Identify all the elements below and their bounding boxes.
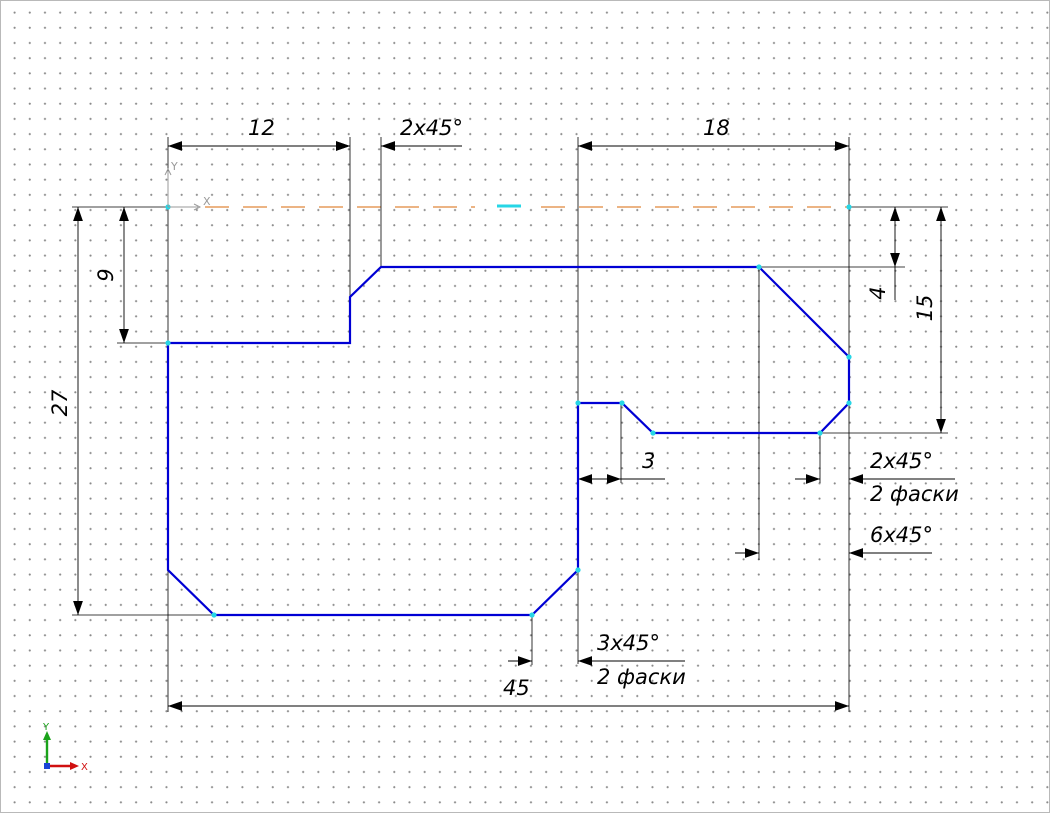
vertex-point [846,204,852,210]
dim-chamfer-r2-note: 2 фаски [870,482,959,506]
axis-centerline [205,204,850,208]
vertex-point [846,400,852,406]
vertex-point [650,430,656,436]
dim-3-text: 3 [642,449,655,473]
dim-4-text: 4 [866,286,890,299]
dim-45-text: 45 [503,676,530,700]
global-x-label: X [81,762,88,773]
part-contour[interactable] [166,265,851,617]
vertex-point [575,567,581,573]
extension-lines [72,137,948,712]
vertex-point [165,340,171,346]
dim-18-text: 18 [703,116,730,140]
dimension-lines [73,141,955,711]
global-axes-icon: Y X [42,722,88,773]
local-coordinate-axes [164,167,202,211]
dim-chamfer-top-text: 2x45° [400,116,463,140]
dim-27-text: 27 [48,389,72,416]
local-y-label: Y [170,160,178,173]
local-x-label: X [203,195,211,208]
vertex-point [846,354,852,360]
dim-chamfer-r2-text: 2x45° [870,449,933,473]
dim-chamfer-b3-text: 3x45° [597,631,660,655]
global-y-label: Y [42,722,50,733]
dim-12-text: 12 [248,116,275,140]
vertex-point [211,612,217,618]
vertex-point [575,400,581,406]
dim-9-text: 9 [94,268,118,281]
vertex-point [817,430,823,436]
dim-15-text: 15 [913,295,937,322]
vertex-point [756,264,762,270]
vertex-point [619,400,625,406]
vertex-point [529,612,535,618]
dim-chamfer-b3-note: 2 фаски [597,665,686,689]
dim-chamfer-r6-text: 6x45° [870,523,933,547]
